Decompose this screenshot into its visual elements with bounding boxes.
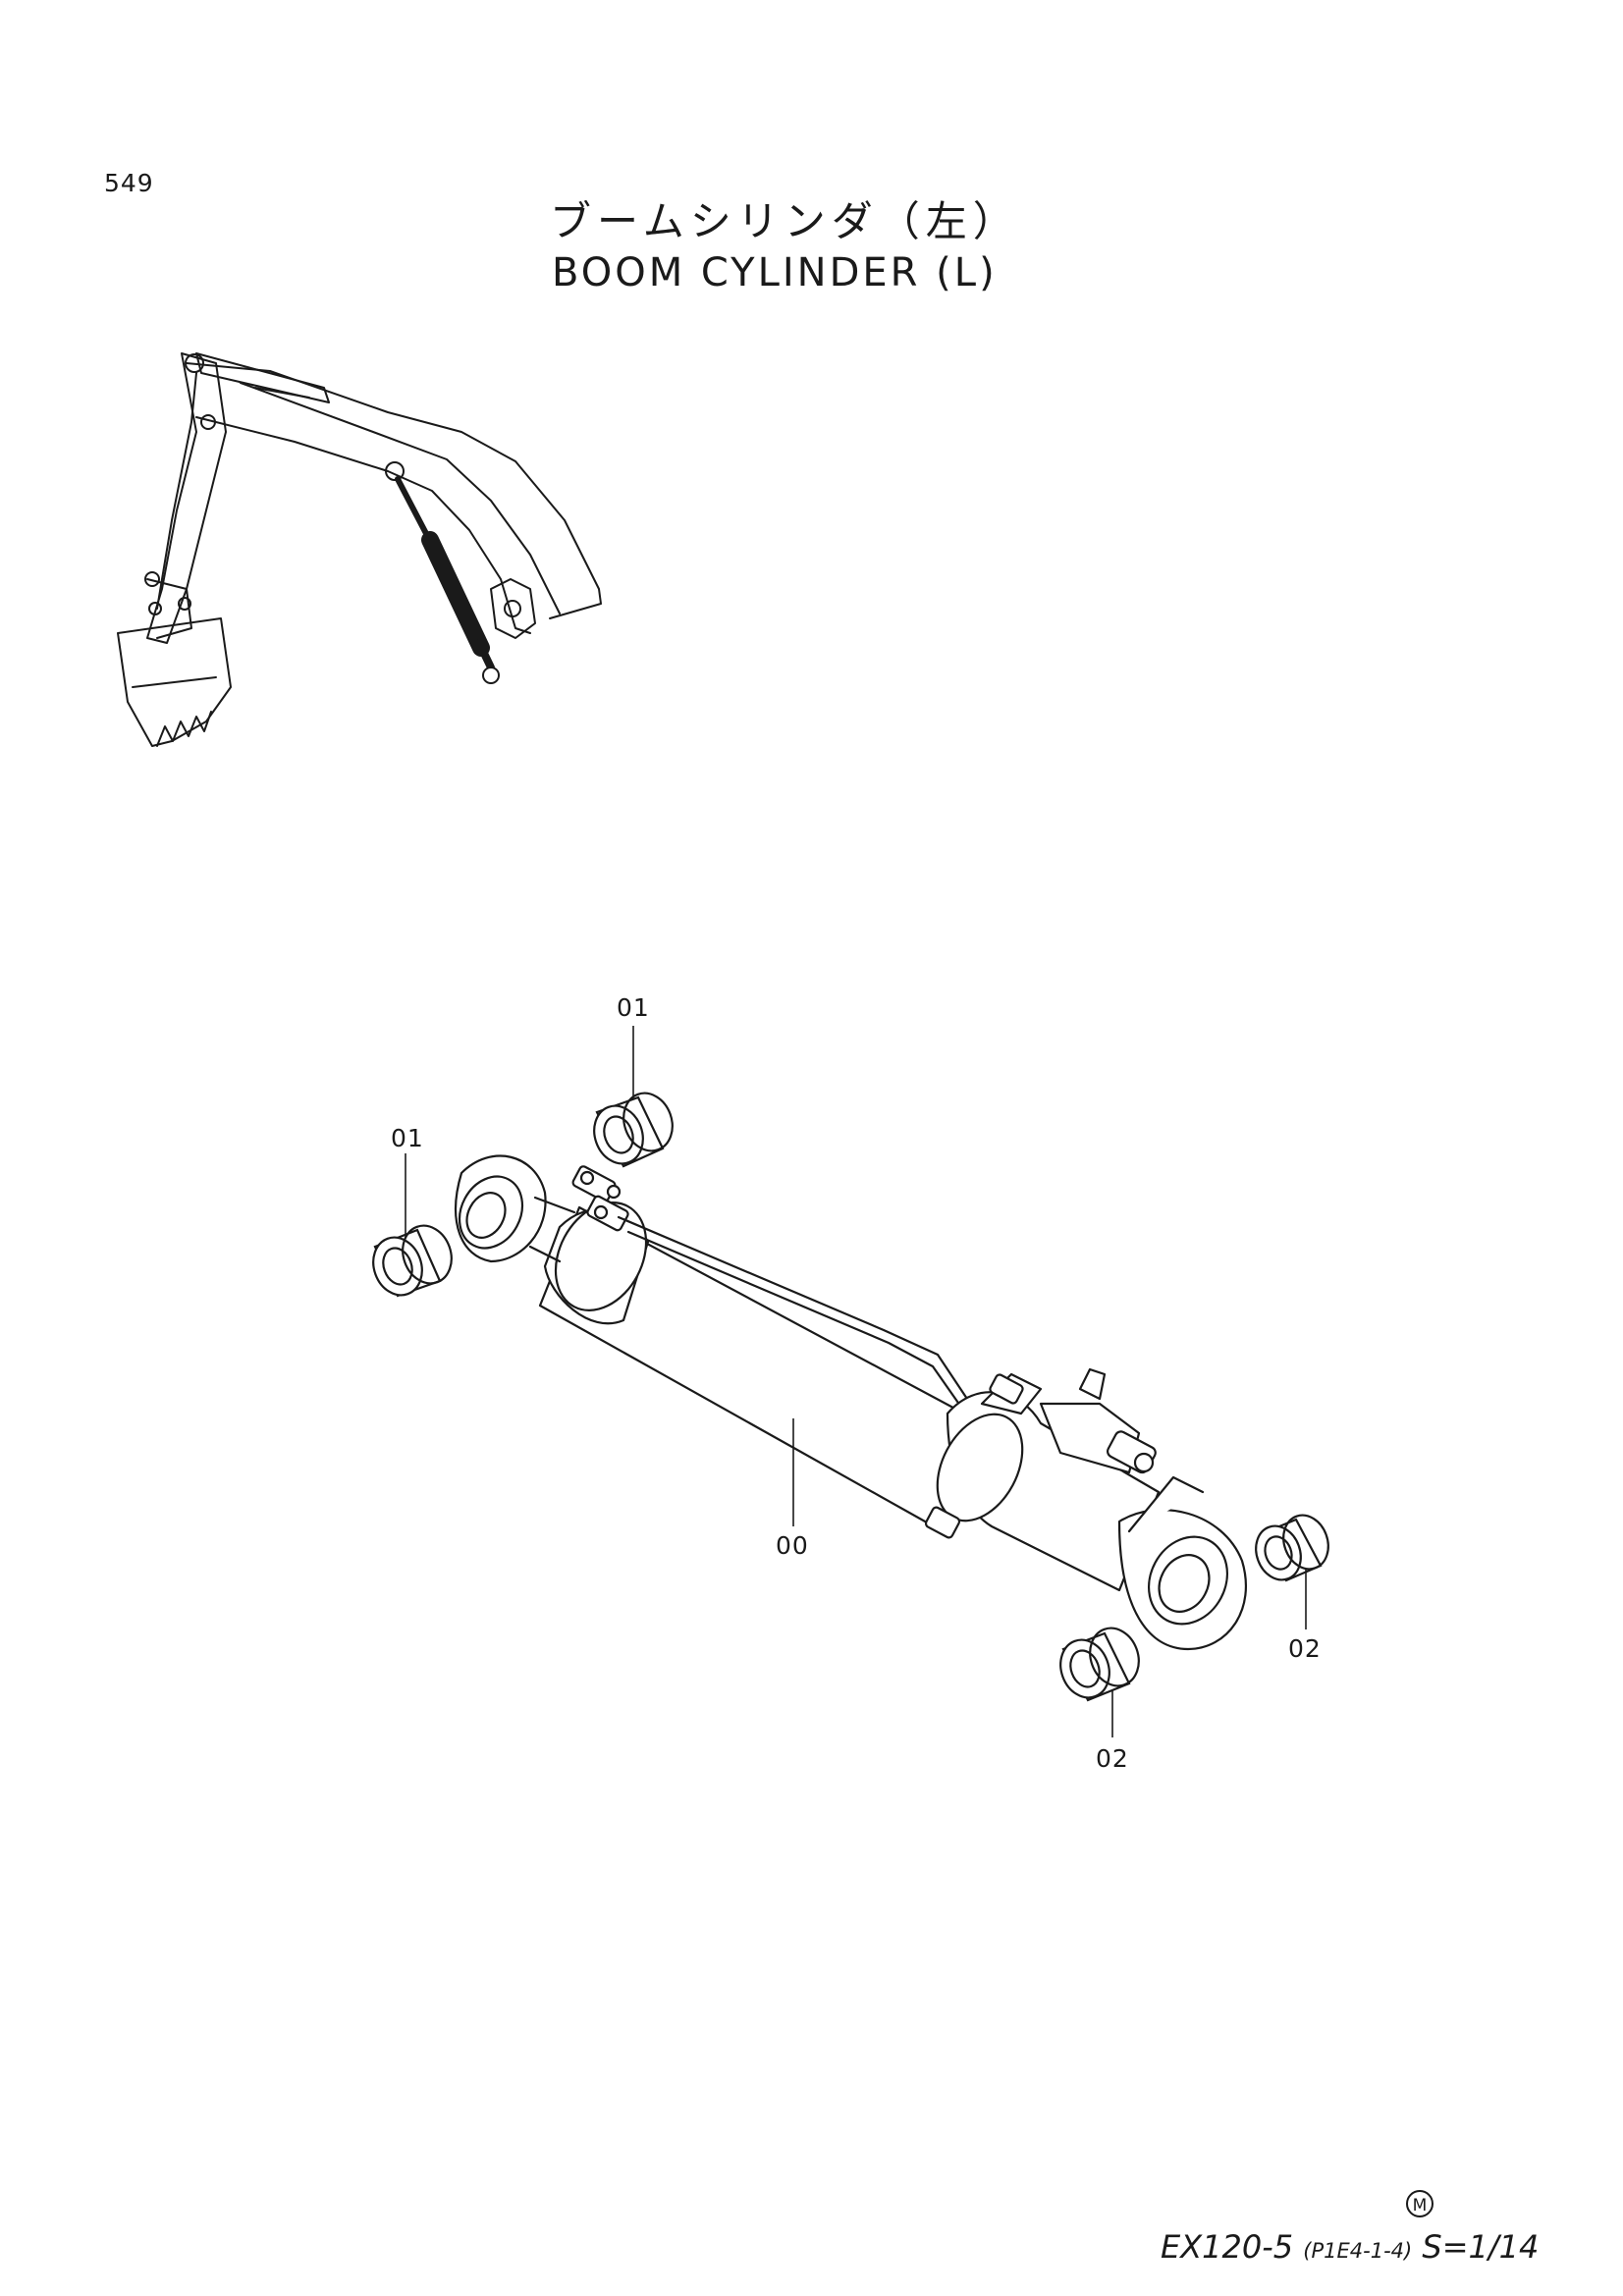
arm-outline <box>146 352 227 644</box>
callout-01-left: 01 <box>391 1124 424 1152</box>
footer-sheet: S=1/14 <box>1422 2228 1540 2266</box>
footer-code: EX120-5 (P1E4-1-4) S=1/14 <box>1161 2228 1539 2266</box>
boom-outline-lower <box>195 416 531 634</box>
footer-code-ref: (P1E4-1-4) <box>1303 2239 1413 2263</box>
callout-02-bottom: 02 <box>1096 1744 1129 1773</box>
arm-cylinder <box>195 352 330 403</box>
callout-02-right: 02 <box>1288 1634 1322 1663</box>
bushing-02-bottom <box>1059 1627 1140 1702</box>
bushing-01-left <box>372 1224 453 1298</box>
title-japanese: ブームシリンダ（左） <box>550 197 1020 245</box>
callout-01-top: 01 <box>617 993 650 1022</box>
boom-cylinder-highlight <box>385 461 500 684</box>
boom-outline-upper <box>186 362 602 619</box>
bushings <box>372 1092 1329 1702</box>
page-number: 549 <box>104 169 154 197</box>
bushing-02-right <box>1255 1514 1329 1582</box>
bushing-01-top <box>593 1092 674 1168</box>
bucket-outline <box>117 617 232 747</box>
callout-00: 00 <box>776 1531 809 1560</box>
boom-cylinder-drawing <box>455 1154 1248 1651</box>
title-english: BOOM CYLINDER (L) <box>552 250 998 295</box>
leader-lines <box>405 1026 1307 1737</box>
m-mark-icon: M <box>1406 2190 1434 2217</box>
footer-model: EX120-5 <box>1161 2228 1294 2266</box>
